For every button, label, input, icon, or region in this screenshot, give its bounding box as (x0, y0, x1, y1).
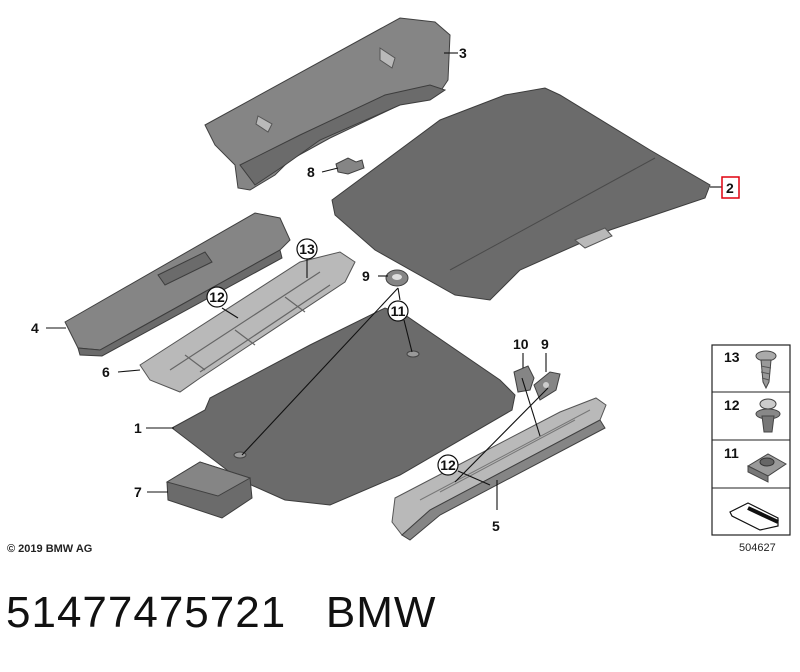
part-number: 51477475721 (6, 588, 287, 637)
callout-11: 11 (391, 303, 406, 319)
part-5-loading-sill (391, 397, 607, 541)
callout-6: 6 (102, 364, 110, 380)
legend-label-12: 12 (724, 397, 740, 413)
copyright-notice: © 2019 BMW AG (7, 543, 93, 555)
legend-label-13: 13 (724, 349, 740, 365)
callout-9-right: 9 (541, 336, 549, 352)
part-9-clip-right (533, 371, 561, 401)
part-9-grommet (385, 269, 409, 287)
callout-10: 10 (513, 336, 529, 352)
callout-circle-12-right (437, 454, 459, 476)
callout-9-left: 9 (362, 268, 370, 284)
leader-lines (46, 52, 722, 510)
callout-12-right: 12 (440, 457, 456, 473)
part-7-block (165, 461, 253, 519)
part-2-floor-panel (331, 87, 711, 301)
part-6-foam-insert (139, 251, 356, 393)
brand-name: BMW (325, 588, 437, 637)
callout-5: 5 (492, 518, 500, 534)
callout-8: 8 (307, 164, 315, 180)
callout-labels: 3 2 8 4 6 1 7 9 5 10 9 13 12 11 12 (31, 45, 740, 534)
expanding-rivet-icon (755, 398, 781, 433)
callout-4: 4 (31, 320, 39, 336)
diagram-reference-number: 504627 (739, 542, 776, 554)
callout-7: 7 (134, 484, 142, 500)
part-number-line: 51477475721 BMW (6, 588, 436, 638)
part-8-bracket (335, 157, 365, 175)
fastener-legend: 13 12 11 (711, 344, 791, 536)
clip-nut-icon (746, 453, 787, 483)
callout-circle-13 (296, 238, 318, 260)
part-3-side-trim (204, 17, 451, 191)
callout-13: 13 (299, 241, 315, 257)
callout-circle-11 (387, 300, 409, 322)
part-1-floor-mat (171, 307, 516, 506)
callout-2: 2 (726, 180, 734, 196)
folded-arrow-icon (729, 502, 779, 531)
callout-1: 1 (134, 420, 142, 436)
callout-3: 3 (459, 45, 467, 61)
callout-12-left: 12 (209, 289, 225, 305)
part-4-storage-cover (64, 212, 291, 357)
part-10-clip (513, 365, 535, 393)
highlight-box-2 (721, 176, 740, 199)
legend-label-11: 11 (724, 445, 739, 461)
callout-circle-12-left (206, 286, 228, 308)
screw-icon (755, 350, 777, 390)
